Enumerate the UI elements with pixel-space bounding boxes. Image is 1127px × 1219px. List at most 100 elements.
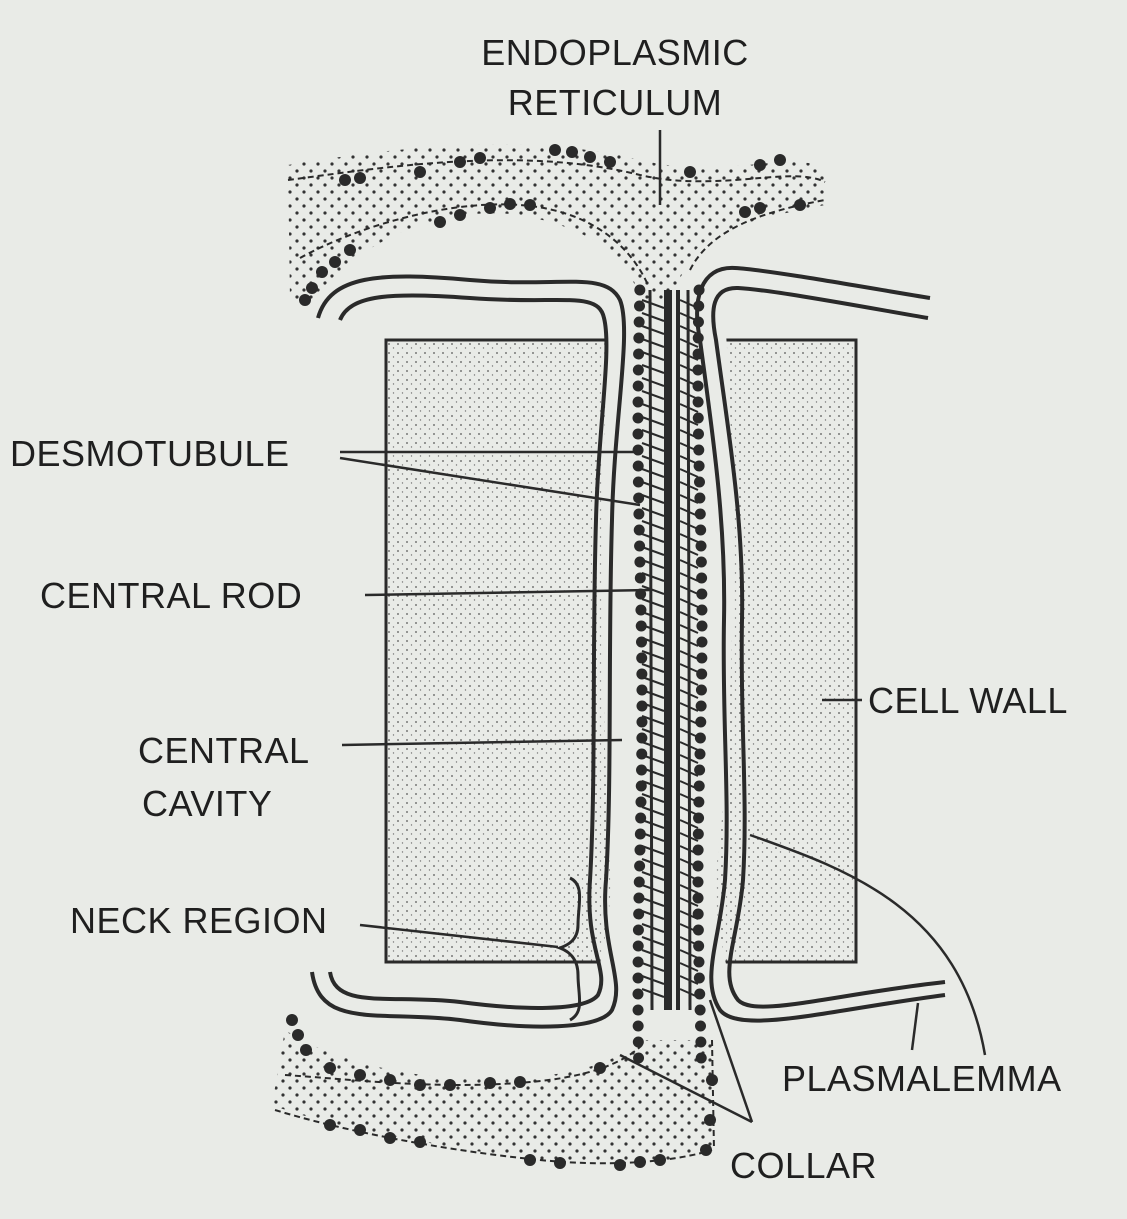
ribosome-bead	[635, 812, 647, 824]
ribosome-bead	[696, 620, 708, 632]
ribosome-bead	[292, 1029, 304, 1041]
collar-leader-1	[619, 1053, 753, 1124]
ribosome-bead	[632, 1036, 644, 1048]
spoke-right	[679, 975, 699, 985]
spoke-right	[679, 546, 699, 556]
central-cavity-leader	[341, 738, 623, 747]
ribosome-bead	[549, 144, 561, 156]
spoke-right	[679, 572, 699, 582]
ribosome-bead	[634, 844, 646, 856]
plasmalemma-leader-2	[910, 1002, 920, 1051]
ribosome-bead	[692, 428, 704, 440]
ribosome-bead	[695, 524, 707, 536]
spoke-right	[679, 637, 699, 647]
plasmalemma-leader-1	[749, 833, 987, 1056]
ribosome-bead	[594, 1062, 606, 1074]
ribosome-bead	[634, 860, 646, 872]
ribosome-bead	[693, 812, 705, 824]
ribosome-bead	[692, 316, 704, 328]
ribosome-bead	[692, 924, 704, 936]
ribosome-bead	[692, 396, 704, 408]
ribosome-bead	[706, 1074, 718, 1086]
spoke-right	[679, 897, 699, 907]
ribosome-bead	[632, 924, 644, 936]
ribosome-bead	[504, 198, 516, 210]
spoke-left	[641, 351, 665, 361]
spoke-left	[641, 468, 665, 478]
spoke-right	[679, 559, 699, 569]
ribosome-bead	[692, 844, 704, 856]
ribosome-bead	[692, 348, 704, 360]
spoke-left	[641, 871, 665, 881]
desmotubule-leader-2	[339, 456, 641, 507]
spoke-left	[641, 494, 665, 504]
spoke-right	[679, 585, 699, 595]
neck-region-leader	[359, 923, 559, 949]
ribosome-bead	[695, 540, 707, 552]
spoke-right	[679, 611, 699, 621]
ribosome-bead	[696, 588, 708, 600]
spoke-right	[679, 702, 699, 712]
ribosome-bead	[324, 1119, 336, 1131]
ribosome-bead	[299, 294, 311, 306]
ribosome-bead	[692, 908, 704, 920]
ribosome-bead	[354, 172, 366, 184]
desmotubule-label: DESMOTUBULE	[10, 433, 290, 474]
spoke-left	[641, 546, 665, 556]
spoke-left	[641, 520, 665, 530]
ribosome-bead	[634, 284, 646, 296]
ribosome-bead	[454, 156, 466, 168]
spoke-right	[679, 494, 699, 504]
ribosome-bead	[695, 700, 707, 712]
spoke-right	[679, 520, 699, 530]
spoke-left	[641, 416, 665, 426]
spoke-left	[641, 442, 665, 452]
ribosome-bead	[754, 159, 766, 171]
spoke-left	[641, 780, 665, 790]
spoke-right	[679, 325, 699, 335]
leader-lines	[339, 130, 987, 1124]
ribosome-bead	[632, 396, 644, 408]
ribosome-bead	[692, 412, 704, 424]
spoke-left	[641, 728, 665, 738]
ribosome-bead	[354, 1069, 366, 1081]
spoke-right	[679, 650, 699, 660]
spoke-left	[641, 715, 665, 725]
ribosome-bead	[632, 412, 644, 424]
ribosome-bead	[339, 174, 351, 186]
spoke-right	[679, 741, 699, 751]
ribosome-bead	[635, 620, 647, 632]
channel-membrane-beads	[632, 284, 708, 1064]
spoke-right	[679, 416, 699, 426]
ribosome-bead	[633, 524, 645, 536]
ribosome-bead	[696, 636, 708, 648]
central-rod-label: CENTRAL ROD	[40, 575, 303, 616]
spoke-right	[679, 728, 699, 738]
ribosome-bead	[434, 216, 446, 228]
ribosome-bead	[694, 988, 706, 1000]
spoke-left	[641, 741, 665, 751]
ribosome-bead	[634, 556, 646, 568]
ribosome-bead	[444, 1079, 456, 1091]
spoke-left	[641, 507, 665, 517]
ribosome-bead	[636, 652, 648, 664]
ribosome-bead	[414, 166, 426, 178]
spoke-right	[679, 689, 699, 699]
er-label-line2: RETICULUM	[507, 82, 723, 123]
ribosome-bead	[692, 892, 704, 904]
top-plasmalemma	[310, 265, 946, 1029]
ribosome-bead	[635, 796, 647, 808]
spoke-left	[641, 793, 665, 803]
spoke-left	[641, 377, 665, 387]
ribosome-bead	[694, 508, 706, 520]
spoke-left	[641, 988, 665, 998]
spoke-left	[641, 897, 665, 907]
spoke-left	[641, 312, 665, 322]
spoke-right	[679, 351, 699, 361]
spoke-left	[641, 936, 665, 946]
bottom-er-cisterna	[272, 1030, 714, 1164]
ribosome-bead	[704, 1114, 716, 1126]
ribosome-bead	[634, 828, 646, 840]
ribosome-bead	[344, 244, 356, 256]
